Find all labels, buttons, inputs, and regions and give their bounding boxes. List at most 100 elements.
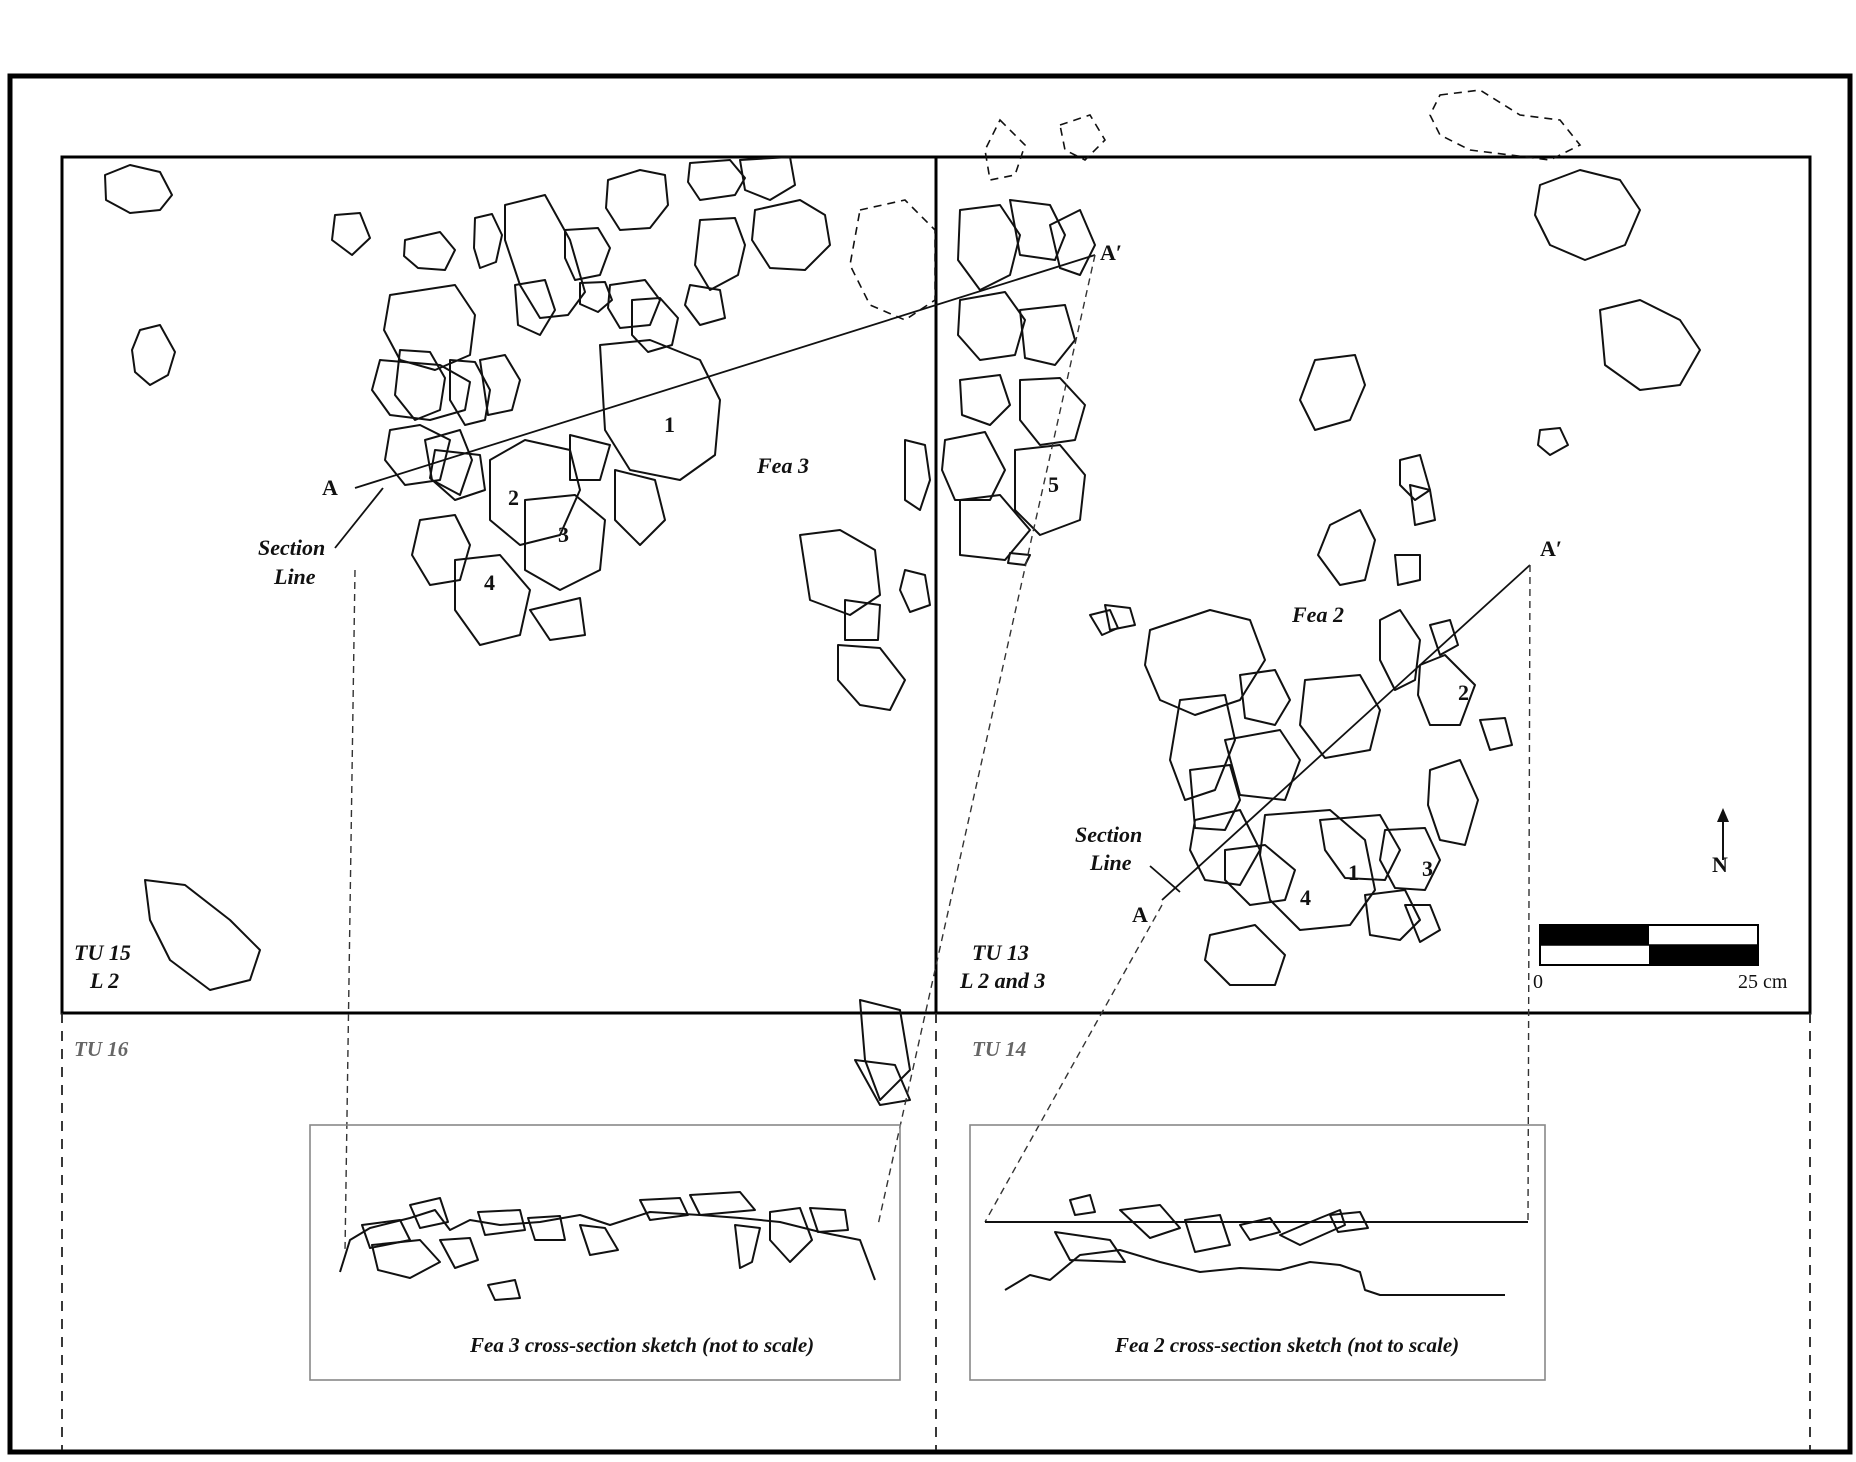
- fea2-section-label-line1: Section: [1075, 822, 1142, 847]
- rock: [529, 597, 586, 641]
- tu14-name: TU 14: [972, 1037, 1026, 1061]
- rock: [1379, 609, 1421, 691]
- rock: [859, 999, 911, 1101]
- rock: [799, 529, 881, 616]
- rock: [854, 1059, 911, 1106]
- rock-4: [1259, 809, 1376, 931]
- fea2-section-start-label: A: [1132, 902, 1148, 927]
- rock: [1479, 717, 1513, 751]
- projection-lines: [344, 254, 1531, 1253]
- fea3-rock-4-number: 4: [484, 570, 495, 595]
- fea3-section-label-line1: Section: [258, 535, 325, 560]
- fea2-label: Fea 2: [1291, 602, 1344, 627]
- fea2-inset-frame: [969, 1124, 1546, 1381]
- rock-outline-dashed: [849, 199, 936, 321]
- rock: [1089, 609, 1119, 636]
- scale-max-label: 25 cm: [1738, 971, 1788, 993]
- rock: [941, 431, 1006, 501]
- rock: [1104, 604, 1136, 631]
- rock: [605, 169, 669, 231]
- fea2-section-end-label: A′: [1540, 536, 1562, 561]
- rock: [1399, 454, 1431, 501]
- rock: [904, 439, 931, 511]
- fea3-section-profile: [339, 1209, 876, 1281]
- rock: [607, 279, 661, 329]
- fea2-rock-2-number: 2: [1458, 680, 1469, 705]
- rock: [957, 204, 1021, 291]
- rock: [739, 156, 796, 201]
- rock: [331, 212, 371, 256]
- rock: [1317, 509, 1376, 586]
- fea2-rock-1-number: 1: [1348, 860, 1359, 885]
- rock: [1239, 1217, 1281, 1241]
- rock: [409, 1197, 449, 1229]
- rock: [1189, 764, 1241, 831]
- fea3-section-label-line2: Line: [273, 564, 316, 589]
- tu15-level: L 2: [89, 968, 119, 993]
- fea2-rock-numbers: 1 2 3 4: [1300, 680, 1469, 910]
- fea3-section-line: A A′ Section Line: [258, 240, 1122, 589]
- rock: [809, 1207, 849, 1233]
- tu13-boundary: [934, 155, 1812, 1015]
- rock: [1019, 377, 1086, 446]
- rock: [477, 1209, 526, 1236]
- rock: [1394, 554, 1421, 586]
- fea2-section-profile: [1004, 1249, 1505, 1296]
- fea3-rock-2-number: 2: [508, 485, 519, 510]
- rock: [631, 297, 679, 353]
- rock-outline-dashed: [1429, 89, 1582, 161]
- rock: [1279, 1209, 1346, 1246]
- rock: [639, 1197, 689, 1221]
- unit-grid: [60, 155, 1812, 1450]
- rock: [131, 324, 176, 386]
- rock: [751, 199, 831, 271]
- rock: [1404, 904, 1441, 943]
- rock: [1429, 619, 1459, 656]
- north-label: N: [1712, 852, 1728, 877]
- rock: [1409, 484, 1436, 526]
- tu13-name: TU 13: [972, 940, 1029, 965]
- rock: [449, 359, 491, 426]
- rock: [1019, 304, 1076, 366]
- north-arrow: N: [1712, 808, 1729, 877]
- rock: [959, 494, 1031, 561]
- rock: [694, 217, 746, 291]
- rock: [1599, 299, 1701, 391]
- rock: [403, 231, 456, 271]
- rock: [514, 279, 556, 336]
- rock: [959, 374, 1011, 426]
- rock: [144, 879, 261, 991]
- fea2-section-label-line2: Line: [1089, 850, 1132, 875]
- rock: [1427, 759, 1479, 846]
- fea3-rock-cluster: [104, 156, 931, 1106]
- rock: [564, 227, 611, 281]
- fea3-cross-section-inset: Fea 3 cross-section sketch (not to scale…: [309, 1124, 901, 1381]
- rock: [1329, 1211, 1369, 1233]
- scale-min-label: 0: [1533, 971, 1543, 993]
- rock: [579, 281, 613, 313]
- rock: [527, 1215, 566, 1241]
- rock: [371, 359, 471, 421]
- rock: [1054, 1231, 1126, 1263]
- fea2-cross-section-caption: Fea 2 cross-section sketch (not to scale…: [1114, 1333, 1459, 1357]
- rock: [1537, 427, 1569, 456]
- rock: [734, 1224, 761, 1269]
- rock: [1119, 1204, 1181, 1239]
- rock: [569, 434, 611, 481]
- rock: [1204, 924, 1286, 986]
- fea3-label: Fea 3: [756, 453, 809, 478]
- rock: [899, 569, 931, 613]
- rock-1: [1319, 814, 1401, 881]
- rock-4: [454, 554, 531, 646]
- rock: [1224, 844, 1296, 906]
- rock-5: [1014, 444, 1086, 536]
- rock: [394, 349, 446, 421]
- rock: [1239, 669, 1291, 726]
- rock: [479, 354, 521, 416]
- rock: [579, 1224, 619, 1256]
- scale-bar: 0 25 cm: [1533, 924, 1788, 993]
- tu13-rocks: [941, 199, 1096, 566]
- fea3-rock-numbers: 1 2 3 4 5: [484, 412, 1059, 595]
- rock: [1049, 209, 1096, 276]
- fea2-cross-section-inset: Fea 2 cross-section sketch (not to scale…: [969, 1124, 1546, 1381]
